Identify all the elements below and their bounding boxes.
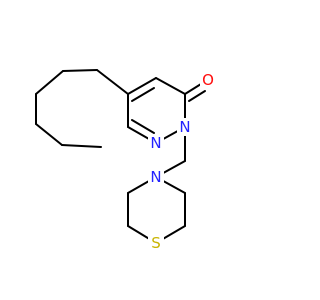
- bond-c5-c6: [62, 69, 98, 72]
- bond-layer: [35, 69, 206, 244]
- bond-c9-c9a: [61, 144, 102, 148]
- atom-nitrogen-thiomorpholine: N: [148, 168, 164, 186]
- bond-n1-c9a-inner: [131, 119, 155, 134]
- atom-label-layer: O N N N S: [148, 71, 216, 252]
- nitrogen-label: N: [150, 134, 161, 152]
- atom-oxygen: O: [200, 71, 216, 89]
- bond-c3-o-a: [184, 83, 202, 95]
- bond-c4-c3: [155, 77, 186, 95]
- nitrogen-label: N: [179, 118, 190, 136]
- atom-nitrogen-n1: N: [148, 134, 164, 152]
- molecule-svg: O N N N S: [35, 69, 216, 252]
- sulfur-label: S: [151, 234, 161, 252]
- bond-c4a-c5: [96, 69, 129, 95]
- molecule-structure-canvas: O N N N S: [35, 69, 216, 252]
- nitrogen-label: N: [150, 168, 161, 186]
- bond-c4a-c4-inner: [131, 87, 155, 102]
- bond-c8-c9: [35, 123, 63, 146]
- bond-c4a-c4-outer: [127, 77, 157, 95]
- oxygen-label: O: [202, 71, 214, 89]
- atom-nitrogen-n2: N: [177, 118, 193, 136]
- atom-sulfur: S: [148, 234, 164, 252]
- bond-c6-c7: [35, 70, 64, 95]
- bond-c3-o-b: [188, 90, 206, 102]
